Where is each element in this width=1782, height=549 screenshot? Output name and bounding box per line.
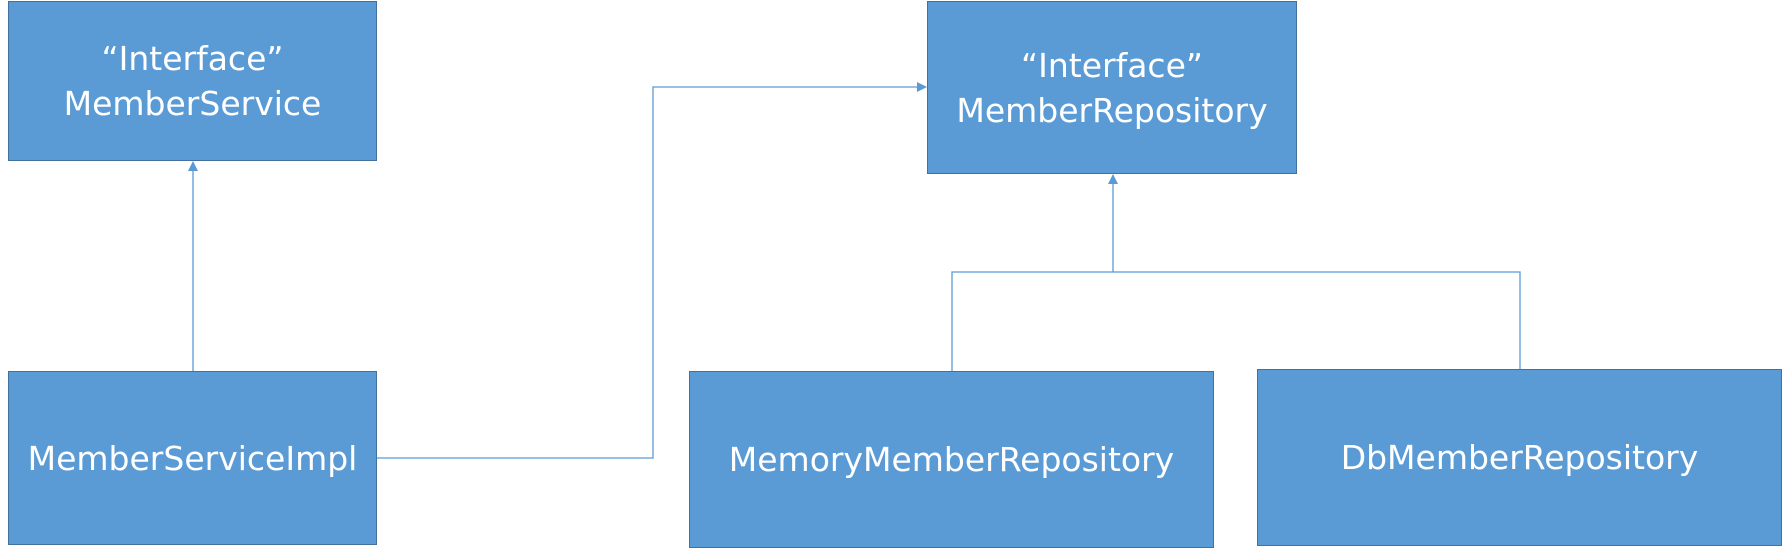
db-member-repository-box[interactable]: DbMemberRepository bbox=[1257, 369, 1782, 546]
db-member-repository-name: DbMemberRepository bbox=[1340, 438, 1699, 477]
member-service-name: MemberService bbox=[63, 84, 322, 123]
member-repository-interface-box[interactable]: “Interface” MemberRepository bbox=[927, 1, 1297, 174]
member-service-impl-box[interactable]: MemberServiceImpl bbox=[8, 371, 377, 545]
member-repository-stereotype: “Interface” bbox=[1021, 45, 1203, 85]
memory-member-repository-box[interactable]: MemoryMemberRepository bbox=[689, 371, 1214, 548]
memory-member-repository-name: MemoryMemberRepository bbox=[728, 440, 1175, 479]
member-service-impl-name: MemberServiceImpl bbox=[27, 438, 358, 478]
member-service-stereotype: “Interface” bbox=[101, 39, 284, 78]
member-repository-name: MemberRepository bbox=[956, 90, 1268, 130]
member-service-interface-box[interactable]: “Interface” MemberService bbox=[8, 1, 377, 161]
connector-memory-to-member-repository bbox=[951, 174, 1118, 371]
connector-db-to-member-repository bbox=[1113, 271, 1521, 369]
